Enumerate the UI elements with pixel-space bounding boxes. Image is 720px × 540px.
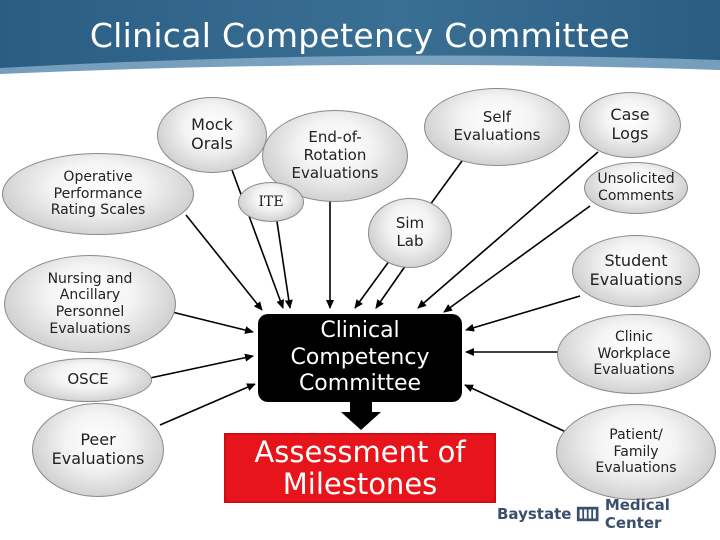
node-end-of-rotation-label: End-of-Rotation Evaluations <box>291 128 379 182</box>
node-osce-label: OSCE <box>67 370 109 389</box>
node-clinic-label: Clinic Workplace Evaluations <box>593 329 675 379</box>
outcome-box: Assessment of Milestones <box>224 433 496 503</box>
arrow-case-logs <box>417 151 599 309</box>
node-ite: ITE <box>238 182 304 222</box>
node-sim-lab: Sim Lab <box>368 198 452 268</box>
node-student-evals-label: Student Evaluations <box>589 251 683 289</box>
node-nursing: Nursing and Ancillary Personnel Evaluati… <box>4 255 176 353</box>
arrow-osce <box>149 353 254 379</box>
node-patient-family-label: Patient/ Family Evaluations <box>595 427 677 477</box>
node-student-evals: Student Evaluations <box>572 235 700 307</box>
node-mock-orals: Mock Orals <box>157 97 267 173</box>
arrow-operative-ratings <box>185 214 263 311</box>
node-operative-ratings-label: Operative Performance Rating Scales <box>50 169 146 219</box>
node-patient-family: Patient/ Family Evaluations <box>556 404 716 500</box>
node-unsolicited: Unsolicited Comments <box>584 162 688 214</box>
node-case-logs-label: Case Logs <box>610 105 650 143</box>
page-title: Clinical Competency Committee <box>89 16 631 55</box>
node-mock-orals-label: Mock Orals <box>191 115 233 153</box>
node-clinic: Clinic Workplace Evaluations <box>557 314 711 394</box>
title-banner <box>0 0 720 82</box>
building-icon <box>577 506 599 522</box>
node-self-evaluations-label: Self Evaluations <box>453 108 541 144</box>
node-osce: OSCE <box>24 358 152 402</box>
arrow-peer <box>159 383 256 426</box>
center-box-label: Clinical Competency Committee <box>290 318 430 397</box>
node-case-logs: Case Logs <box>579 92 681 158</box>
node-sim-lab-label: Sim Lab <box>395 214 425 250</box>
outcome-box-label: Assessment of Milestones <box>254 434 466 501</box>
arrow-unsolicited <box>443 205 591 313</box>
logo-text-right: Medical Center <box>604 496 670 532</box>
node-self-evaluations: Self Evaluations <box>424 88 570 166</box>
baystate-logo: Baystate Medical Center <box>497 496 719 532</box>
arrow-student-evals <box>465 295 581 332</box>
node-operative-ratings: Operative Performance Rating Scales <box>2 153 194 235</box>
arrow-nursing <box>171 311 254 334</box>
node-nursing-label: Nursing and Ancillary Personnel Evaluati… <box>47 270 133 337</box>
arrow-ccc-to-milestones <box>341 402 381 430</box>
node-peer-label: Peer Evaluations <box>51 430 145 468</box>
arrow-ite <box>275 214 293 309</box>
arrow-patient-family <box>464 384 567 433</box>
arrow-sim-lab <box>375 264 407 309</box>
logo-text-left: Baystate <box>497 505 572 523</box>
node-ite-label: ITE <box>258 193 284 210</box>
center-box: Clinical Competency Committee <box>258 314 462 402</box>
node-unsolicited-label: Unsolicited Comments <box>597 171 675 204</box>
node-peer: Peer Evaluations <box>32 403 164 497</box>
